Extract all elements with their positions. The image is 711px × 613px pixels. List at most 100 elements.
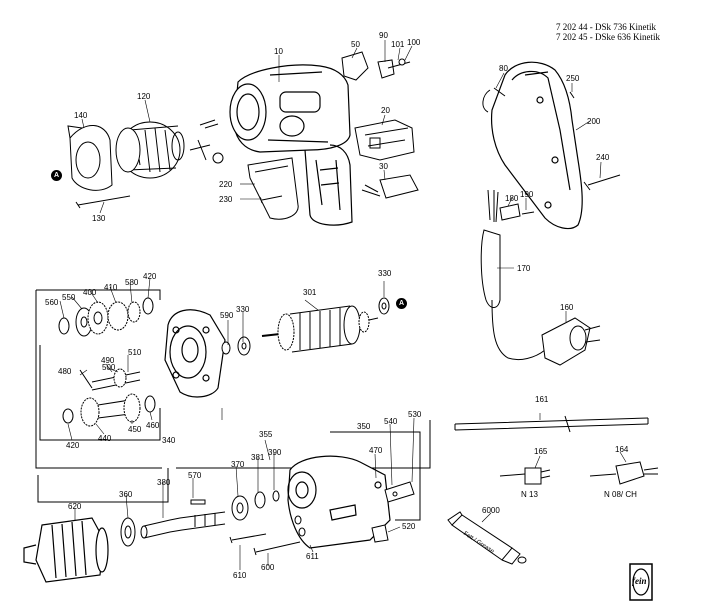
brush-parts [190, 120, 223, 163]
part-label: 355 [259, 430, 273, 439]
part-label: 20 [381, 106, 390, 115]
part-label: 30 [379, 162, 388, 171]
cable-161 [455, 416, 648, 432]
part-label: 90 [379, 31, 388, 40]
part-label: 440 [98, 434, 112, 443]
part-label: 301 [303, 288, 317, 297]
part-label: 101 [391, 40, 405, 49]
housing-group-bracket [330, 432, 420, 520]
part-label: 200 [587, 117, 601, 126]
part-label: 460 [146, 421, 160, 430]
inner-gear-group-bracket [40, 345, 160, 440]
screw-610 [230, 534, 266, 543]
part-label: 530 [408, 410, 422, 419]
part-label: 80 [499, 64, 508, 73]
plug-variant-label: N 13 [521, 490, 538, 499]
bearing-590 [222, 337, 250, 355]
part-label: 130 [92, 214, 106, 223]
part-label: 470 [369, 446, 383, 455]
part-label: 330 [378, 269, 392, 278]
front-housing [288, 456, 390, 548]
ring-390 [273, 491, 279, 501]
screw-230 [260, 196, 282, 203]
part-label: 240 [596, 153, 610, 162]
bearing-370 [232, 496, 248, 520]
part-label: 480 [58, 367, 72, 376]
part-label: 400 [83, 288, 97, 297]
armature [262, 298, 389, 352]
fein-logo-emblem [633, 569, 649, 595]
switch-parts-top [342, 52, 410, 80]
part-label: 580 [125, 278, 139, 287]
part-label: 520 [402, 522, 416, 531]
part-label: 590 [220, 311, 234, 320]
part-label: 370 [231, 460, 245, 469]
knob-520 [372, 525, 388, 542]
part-label: 610 [233, 571, 247, 580]
part-label: 140 [74, 111, 88, 120]
plug-164 [590, 462, 658, 484]
part-label: 450 [128, 425, 142, 434]
fein-logo-text: fein [632, 576, 647, 586]
part-label: 420 [143, 272, 157, 281]
part-label: 10 [274, 47, 283, 56]
part-label: 250 [566, 74, 580, 83]
spindle-380 [141, 500, 225, 538]
screw-250 [570, 92, 574, 98]
part-label: 600 [261, 563, 275, 572]
part-label: 500 [102, 363, 116, 372]
part-label: 164 [615, 445, 629, 454]
part-label: 550 [62, 293, 76, 302]
part-label: 340 [162, 436, 176, 445]
reference-marker-a: A [51, 170, 62, 181]
part-label: 420 [66, 441, 80, 450]
lever-540 [385, 482, 414, 502]
part-label: 170 [517, 264, 531, 273]
field-coil [116, 122, 184, 178]
part-label: 120 [137, 92, 151, 101]
part-label: 230 [219, 195, 233, 204]
part-label: 165 [534, 447, 548, 456]
washers-611 [295, 516, 305, 536]
washer-381 [255, 492, 265, 508]
part-label: 190 [520, 190, 534, 199]
part-label: 381 [251, 453, 265, 462]
grease-tube [448, 512, 526, 564]
drill-chuck [24, 518, 108, 582]
part-label: 330 [236, 305, 250, 314]
part-label: 390 [268, 448, 282, 457]
model-header-line-1: 7 202 44 - DSk 736 Kinetik [556, 22, 656, 32]
part-label: 161 [535, 395, 549, 404]
screw-600 [254, 542, 300, 555]
part-label: 380 [157, 478, 171, 487]
part-label: 180 [505, 194, 519, 203]
handle-shell [492, 62, 583, 228]
part-label: 560 [45, 298, 59, 307]
part-label: 620 [68, 502, 82, 511]
screw-130 [76, 196, 130, 208]
part-label: 100 [407, 38, 421, 47]
reference-marker-a: A [396, 298, 407, 309]
part-label: 6000 [482, 506, 500, 515]
part-label: 510 [128, 348, 142, 357]
cable-clamp-180 [500, 204, 534, 220]
part-label: 160 [560, 303, 574, 312]
gear-housing [165, 310, 225, 397]
cable-80 [483, 88, 505, 112]
spindle-group-bracket [176, 420, 430, 468]
part-label: 490 [101, 356, 115, 365]
power-cable [481, 190, 545, 360]
part-label: 220 [219, 180, 233, 189]
plug-variant-label: N 08/ CH [604, 490, 637, 499]
plug-165 [500, 468, 550, 484]
model-header-line-2: 7 202 45 - DSke 636 Kinetik [556, 32, 660, 42]
part-label: 360 [119, 490, 133, 499]
chuck-group-bracket [38, 468, 168, 502]
screw-240 [584, 175, 620, 190]
part-label: 570 [188, 471, 202, 480]
leader-lines [60, 40, 626, 570]
part-label: 540 [384, 417, 398, 426]
part-label: 350 [357, 422, 371, 431]
gear-train [59, 298, 155, 426]
